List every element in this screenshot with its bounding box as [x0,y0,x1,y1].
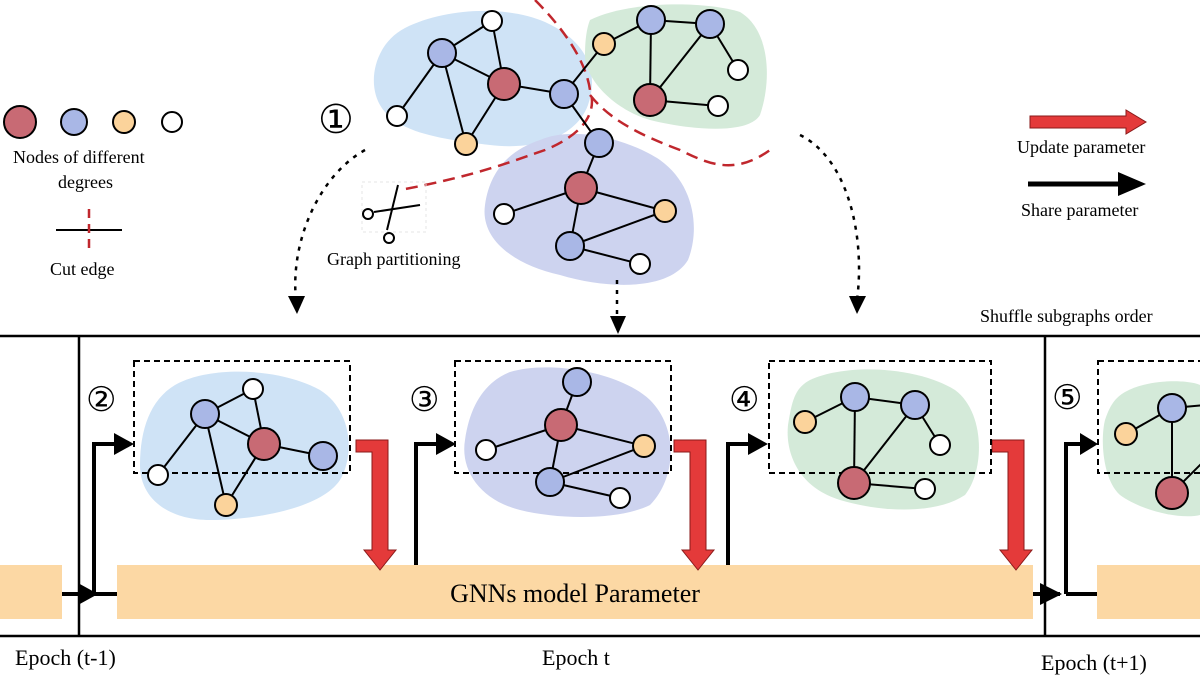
node [427,38,457,68]
node [454,132,478,156]
node [555,231,585,261]
node [636,5,666,35]
node [584,128,614,158]
subgraph-box-4 [1097,360,1200,517]
node [549,79,579,109]
nodes-legend-line2: degrees [58,172,113,192]
node [564,171,598,205]
step-5-marker: ⑤ [1052,380,1082,417]
dotted-arrow-middle-head [610,316,626,334]
subgraph-box-1 [133,360,351,520]
update-arrow-icon [1029,109,1147,135]
legend-node-blue [60,108,88,136]
cut-edge-line-2 [589,94,771,167]
param-bar-prev [0,565,62,619]
scissors-icon [361,181,427,244]
subgraph-box-2 [454,360,672,517]
subgraph-3-blob [787,369,979,510]
node [493,203,515,225]
node [653,199,677,223]
subgraph-box-3 [768,360,992,510]
node [633,83,667,117]
dotted-arrow-left [294,148,366,301]
node [592,32,616,56]
top-nodes [386,5,749,275]
node [707,95,729,117]
nodes-legend-line1: Nodes of different [13,147,145,167]
share-flow [62,442,1097,596]
dotted-arrows [294,133,861,320]
cut-edge-legend-label: Cut edge [50,259,115,279]
share-arrow-icon [1118,172,1146,196]
legend-node-orange [112,110,136,134]
share-flow-heads [78,433,1098,605]
step-4-marker: ④ [729,382,759,419]
share-legend-label: Share parameter [1021,200,1138,220]
blob-purple-top [484,133,694,285]
step-3-marker: ③ [409,382,439,419]
node-legend: Nodes of different degrees Cut edge [3,105,183,279]
dotted-arrow-left-head [288,296,305,314]
node [481,10,503,32]
step-2-marker: ② [86,382,116,419]
step-1-marker: ① [318,97,354,142]
graph-partitioning-label: Graph partitioning [327,249,460,269]
partitioned-graph [373,0,771,285]
shuffle-label: Shuffle subgraphs order [980,306,1153,326]
update-flow [355,439,1034,571]
update-legend-label: Update parameter [1017,137,1145,157]
param-bar-label: GNNs model Parameter [450,579,700,608]
subgraph-3-frame [768,360,992,474]
blob-blue-top [373,10,593,147]
node [629,253,651,275]
node [695,9,725,39]
node [727,59,749,81]
subgraph-2-blob [464,367,671,517]
epoch-current-label: Epoch t [542,645,610,670]
subgraph-2-frame [454,360,672,474]
dotted-arrow-right [799,133,861,301]
epoch-prev-label: Epoch (t-1) [15,645,116,670]
dotted-arrow-right-head [849,296,866,314]
legend-node-white [161,111,183,133]
epoch-next-label: Epoch (t+1) [1041,650,1147,675]
subgraph-1-frame [133,360,351,474]
param-bar-next [1097,565,1200,619]
legend-node-red [3,105,37,139]
cut-edge-line [399,0,594,192]
arrow-legend: Update parameter Share parameter [1017,109,1147,220]
node [487,67,521,101]
node [386,105,408,127]
subgraph-4-frame [1097,360,1200,474]
param-bar-current [117,565,1033,619]
